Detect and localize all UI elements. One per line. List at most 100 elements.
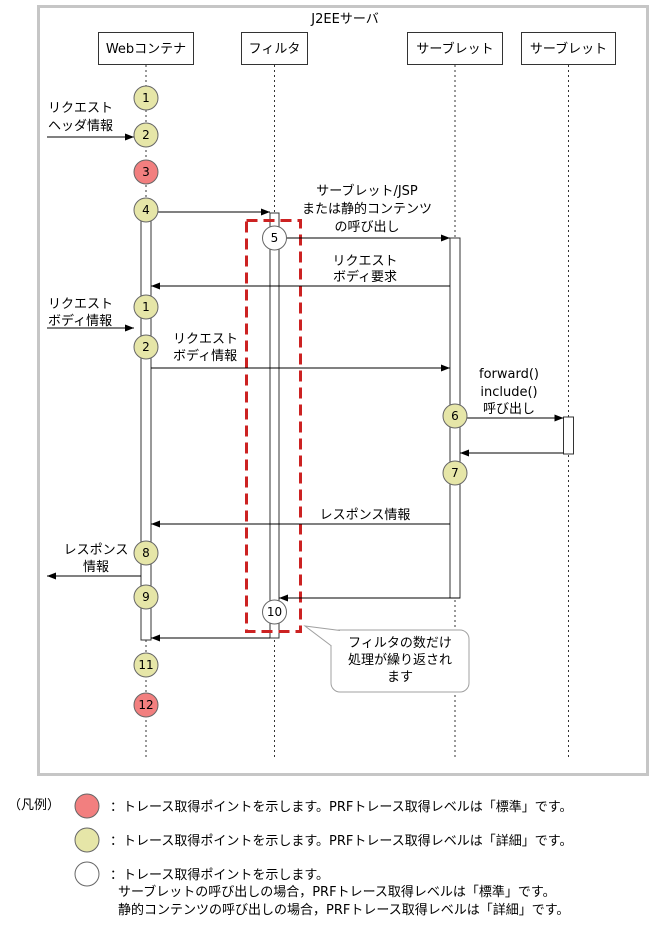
legend-marker [74, 861, 100, 887]
legend-item-standard: ：トレース取得ポイントを示します。PRFトレース取得レベルは「標準」です。 [74, 793, 572, 819]
trace-point: 1 [133, 85, 159, 111]
lifeline-header-servlet: サーブレット [407, 32, 503, 65]
message-label-line: レスポンス情報 [320, 508, 411, 523]
callout-pointer [303, 625, 341, 647]
lifeline-header-servlet-2: サーブレット [521, 32, 616, 65]
message-label-line: リクエスト [48, 297, 113, 312]
trace-point-number: 2 [142, 340, 150, 354]
legend-text-line: ：トレース取得ポイントを示します。PRFトレース取得レベルは「詳細」です。 [110, 833, 572, 849]
trace-point: 5 [262, 225, 287, 251]
callout-text-line: ます [387, 670, 413, 685]
message-label-line: ボディ情報 [173, 348, 237, 364]
label-response-info: レスポンス情報 [320, 508, 411, 523]
lifeline-box [241, 32, 308, 65]
label-request-body-to-servlet: リクエスト ボディ情報 [173, 332, 238, 364]
label-request-header-in: リクエスト ヘッダ情報 [48, 101, 113, 134]
activation-bar-web-container [140, 211, 152, 641]
message-label-line: ボディ情報 [48, 313, 112, 329]
trace-point: 7 [442, 460, 468, 486]
legend-item-standard-or-detail: ：トレース取得ポイントを示します。 サーブレットの呼び出しの場合，PRFトレース… [74, 861, 569, 918]
filter-repeat-callout: フィルタの数だけ 処理が繰り返され ます [303, 625, 470, 693]
trace-point-marker [133, 85, 159, 111]
lifeline-header-filter: フィルタ [241, 32, 308, 65]
lifeline-box [407, 32, 503, 65]
trace-point-number: 5 [271, 231, 279, 245]
trace-point-number: 1 [142, 91, 150, 105]
lifeline-label: フィルタ [249, 42, 301, 57]
trace-point-marker [262, 599, 287, 625]
lifeline-box [521, 32, 616, 65]
trace-point-number: 8 [142, 546, 150, 560]
trace-point-number: 3 [142, 165, 150, 179]
message-label-line: リクエスト [332, 254, 397, 269]
activation-bar-servlet-2 [563, 416, 574, 455]
j2ee-server-frame [37, 5, 649, 776]
callout-box [330, 629, 470, 693]
activation-bar-filter [269, 212, 280, 639]
trace-point-number: 6 [451, 409, 459, 423]
trace-point: 4 [133, 197, 159, 223]
label-request-body-request: リクエスト ボディ要求 [332, 254, 397, 285]
trace-point-number: 12 [138, 698, 153, 712]
callout-text-line: フィルタの数だけ [348, 636, 452, 651]
message-label-line: 呼び出し [483, 402, 535, 417]
trace-point: 2 [133, 334, 159, 360]
j2ee-server-title: J2EEサーバ [310, 12, 378, 27]
trace-point-marker [133, 652, 159, 678]
legend-item-detail: ：トレース取得ポイントを示します。PRFトレース取得レベルは「詳細」です。 [74, 827, 572, 853]
trace-point: 12 [133, 692, 159, 718]
message-label-line: の呼び出し [334, 220, 399, 235]
trace-point-marker [133, 294, 159, 320]
message-label-line: リクエスト [48, 101, 113, 116]
trace-point-marker [133, 334, 159, 360]
trace-point-number: 4 [142, 203, 150, 217]
trace-point-marker [133, 692, 159, 718]
label-request-body-in: リクエスト ボディ情報 [48, 297, 113, 329]
lifeline-header-web-container: Webコンテナ [98, 32, 194, 65]
trace-point-number: 1 [142, 300, 150, 314]
trace-point: 9 [133, 584, 159, 610]
trace-point: 10 [262, 599, 287, 625]
legend-title: （凡例） [8, 798, 60, 813]
lifeline-label: サーブレット [530, 41, 607, 57]
message-label-line: ボディ要求 [333, 269, 397, 285]
legend-marker [74, 793, 100, 819]
trace-point: 8 [133, 540, 159, 566]
trace-point-marker [133, 197, 159, 223]
label-forward-include-call: forward() include() 呼び出し [479, 367, 539, 417]
trace-point-marker [133, 122, 159, 148]
trace-point: 6 [442, 403, 468, 429]
message-label-line: include() [480, 385, 537, 400]
trace-point: 3 [133, 159, 159, 185]
lifeline-label: Webコンテナ [106, 42, 186, 57]
legend-marker [74, 827, 100, 853]
filter-repeat-group [245, 219, 302, 633]
label-servlet-invocation: サーブレット/JSP または静的コンテンツ の呼び出し [302, 183, 432, 235]
lifeline-box [98, 32, 194, 65]
trace-point-number: 2 [142, 128, 150, 142]
message-label-line: リクエスト [173, 332, 238, 347]
lifeline-label: サーブレット [416, 41, 493, 57]
trace-point-marker [442, 403, 468, 429]
trace-point-marker [442, 460, 468, 486]
message-label-line: forward() [479, 367, 539, 382]
message-label-line: ヘッダ情報 [48, 119, 113, 134]
callout-text-line: 処理が繰り返され [348, 653, 452, 668]
legend: （凡例） ：トレース取得ポイントを示します。PRFトレース取得レベルは「標準」で… [8, 793, 572, 918]
trace-point-number: 10 [267, 605, 282, 619]
trace-point-number: 7 [451, 466, 459, 480]
trace-point: 2 [133, 122, 159, 148]
trace-point-marker [262, 225, 287, 251]
trace-point: 1 [133, 294, 159, 320]
message-label-line: レスポンス [64, 543, 129, 558]
label-response-out: レスポンス 情報 [64, 543, 129, 575]
legend-text-line: サーブレットの呼び出しの場合，PRFトレース取得レベルは「標準」です。 [118, 884, 556, 900]
trace-point-number: 11 [138, 658, 153, 672]
trace-point-number: 9 [142, 590, 150, 604]
legend-text-line: 静的コンテンツの呼び出しの場合，PRFトレース取得レベルは「詳細」です。 [118, 902, 569, 918]
trace-point-marker [133, 159, 159, 185]
message-label-line: 情報 [83, 560, 109, 575]
trace-point-marker [133, 540, 159, 566]
trace-point-marker [133, 584, 159, 610]
